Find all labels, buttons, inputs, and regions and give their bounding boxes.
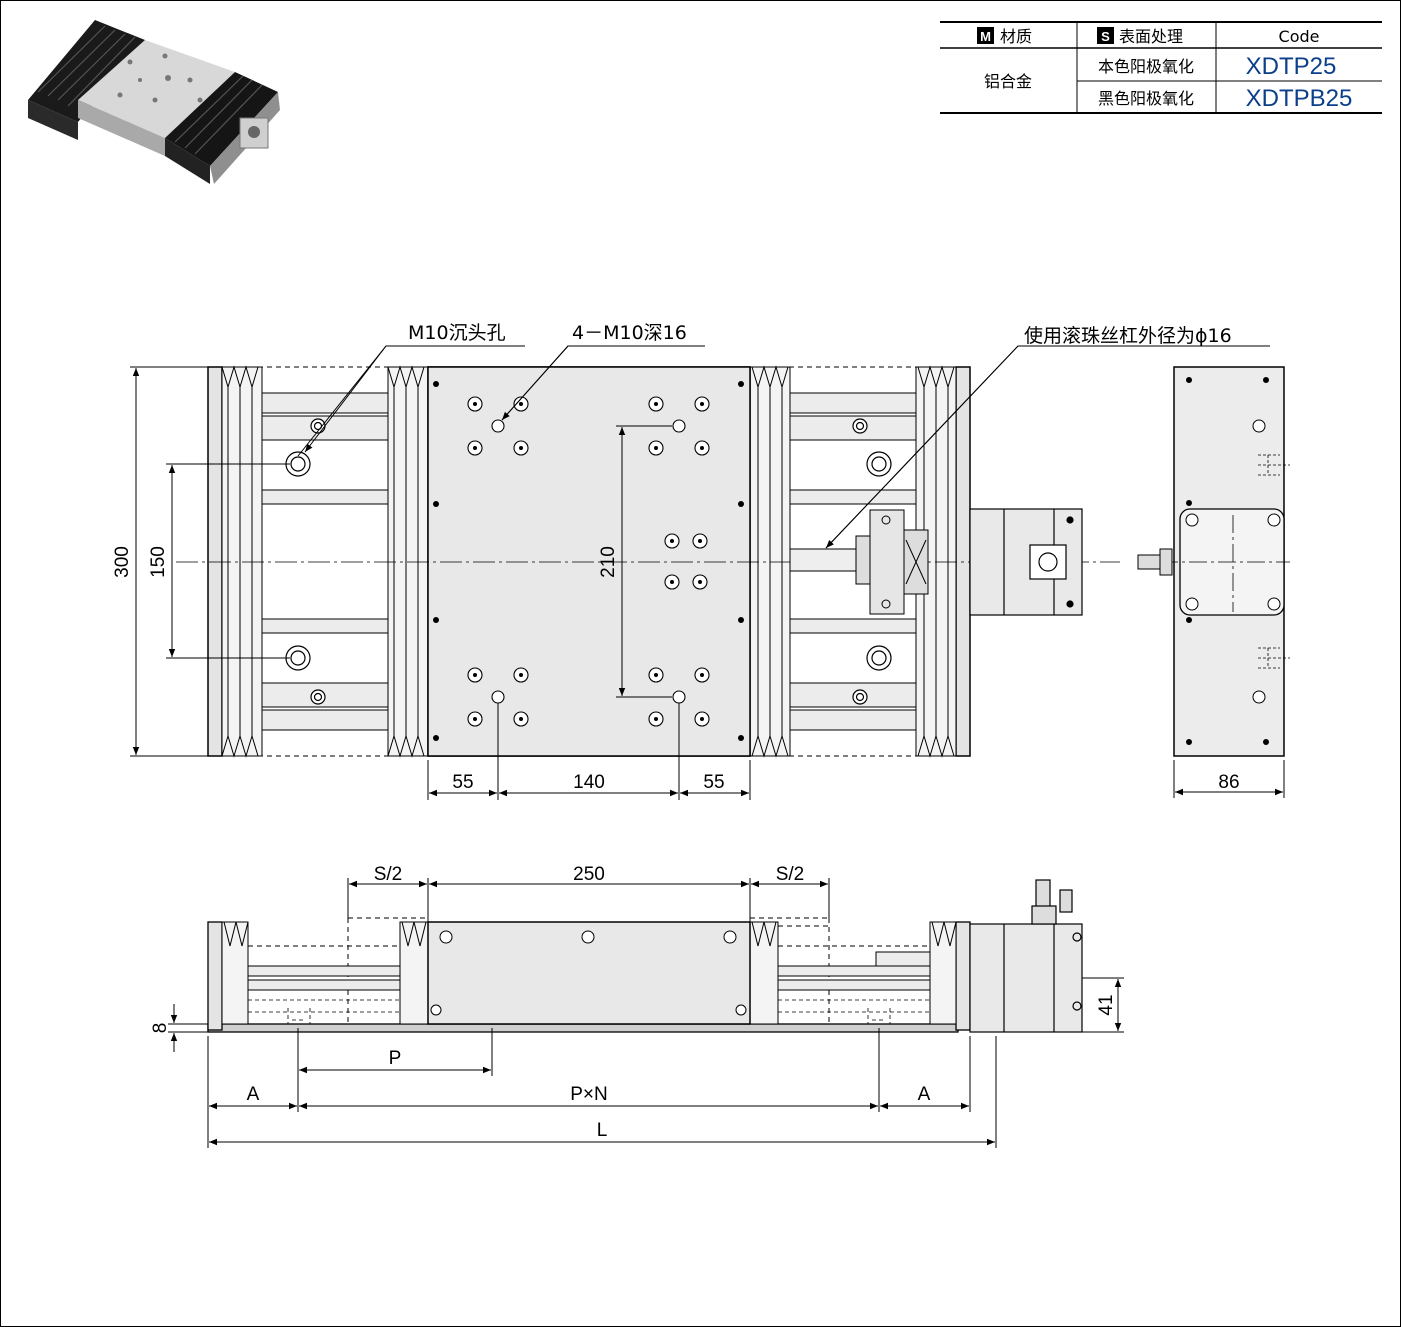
code-natural: XDTP25 bbox=[1246, 53, 1337, 80]
motor-front bbox=[969, 879, 1083, 1033]
base-plate bbox=[207, 1023, 959, 1033]
bellows-right-outer bbox=[915, 365, 957, 758]
top-view bbox=[176, 365, 1120, 758]
surface-black: 黑色阳极氧化 bbox=[1098, 89, 1194, 108]
callout-ballscrew: 使用滚珠丝杠外径为ϕ16 bbox=[1024, 325, 1232, 347]
front-view bbox=[207, 879, 1083, 1033]
surface-badge-letter: S bbox=[1101, 29, 1110, 44]
table-hole-centers bbox=[433, 381, 744, 741]
ballscrew bbox=[789, 509, 929, 615]
surface-badge bbox=[1097, 27, 1114, 44]
dim-55-left: 55 bbox=[452, 772, 473, 793]
dimension-text: M10沉头孔 4－M10深16 使用滚珠丝杠外径为ϕ16 300 150 210… bbox=[112, 322, 1240, 1141]
dim-p: P bbox=[389, 1048, 402, 1069]
counterbore-holes bbox=[285, 418, 892, 705]
end-plate-right bbox=[955, 366, 971, 757]
dim-s2-left: S/2 bbox=[374, 864, 403, 885]
dim-55-right: 55 bbox=[703, 772, 724, 793]
motor-top bbox=[969, 508, 1083, 616]
dim-8: 8 bbox=[150, 1023, 171, 1034]
dim-41: 41 bbox=[1096, 994, 1117, 1015]
bellows-left-inner bbox=[387, 365, 429, 758]
dim-86: 86 bbox=[1218, 772, 1239, 793]
dim-250: 250 bbox=[573, 864, 605, 885]
bellows-right-inner bbox=[749, 365, 791, 758]
side-view bbox=[1137, 366, 1290, 757]
callout-tapped-holes: 4－M10深16 bbox=[572, 322, 687, 344]
callout-counterbore: M10沉头孔 bbox=[408, 322, 506, 344]
bellows-left-outer bbox=[221, 365, 263, 758]
rails-left bbox=[261, 392, 389, 731]
dim-pxn: P×N bbox=[570, 1084, 608, 1105]
end-plate-left bbox=[207, 366, 223, 757]
header-code: Code bbox=[1279, 27, 1320, 46]
dimension-lines bbox=[130, 345, 1285, 1148]
header-surface: 表面处理 bbox=[1119, 27, 1183, 46]
dim-150: 150 bbox=[148, 546, 169, 578]
product-photo bbox=[28, 20, 280, 184]
surface-natural: 本色阳极氧化 bbox=[1098, 57, 1194, 76]
dim-210: 210 bbox=[598, 546, 619, 578]
dim-140: 140 bbox=[573, 772, 605, 793]
code-black: XDTPB25 bbox=[1246, 85, 1353, 112]
dim-s2-right: S/2 bbox=[776, 864, 805, 885]
dim-a-left: A bbox=[247, 1084, 260, 1105]
header-material: 材质 bbox=[1000, 27, 1032, 46]
dim-300: 300 bbox=[112, 546, 133, 578]
material-badge-letter: M bbox=[980, 29, 991, 44]
material-badge bbox=[977, 27, 994, 44]
material-value: 铝合金 bbox=[984, 72, 1032, 91]
dim-l: L bbox=[597, 1120, 608, 1141]
dim-a-right: A bbox=[918, 1084, 931, 1105]
spec-table: M 材质 S 表面处理 Code 铝合金 本色阳极氧化 黑色阳极氧化 XDTP2… bbox=[940, 21, 1382, 114]
